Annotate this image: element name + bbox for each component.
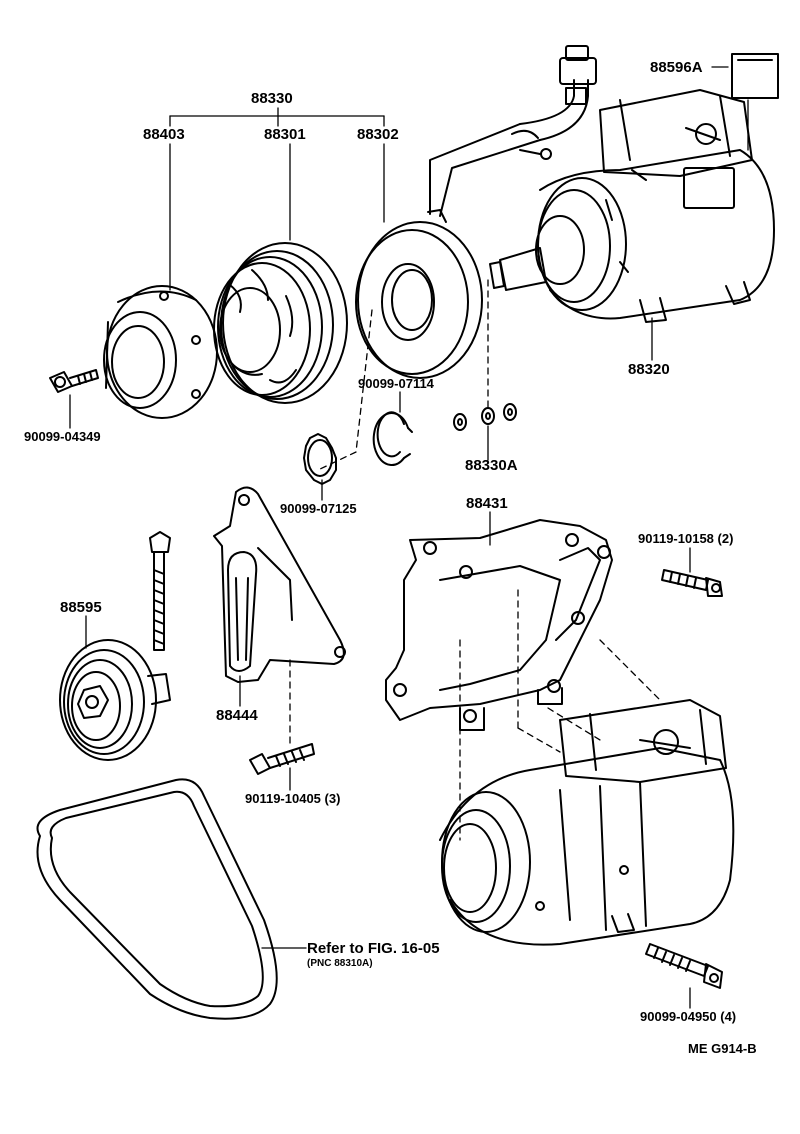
wiring-harness xyxy=(511,45,597,160)
label-88301: 88301 xyxy=(264,126,306,143)
shims-88330A xyxy=(453,403,517,431)
label-88320: 88320 xyxy=(628,361,670,378)
stator-coil-88302 xyxy=(355,123,541,379)
snap-ring-90099-07114 xyxy=(372,411,413,466)
bolt-90119-10405 xyxy=(249,743,315,775)
label-88595: 88595 xyxy=(60,599,102,616)
label-88330A: 88330A xyxy=(465,457,518,474)
dashed-alignment-lines xyxy=(289,279,661,841)
pulley-88301 xyxy=(213,242,348,404)
compressor-88320 xyxy=(489,89,775,323)
retainer-ring-90099-07125 xyxy=(303,433,337,485)
idler-pulley-88595 xyxy=(59,639,171,761)
v-belt xyxy=(36,778,278,1020)
leader-lines xyxy=(69,66,749,1009)
bolt-90099-04950 xyxy=(645,943,723,989)
bolt-90099-04349 xyxy=(49,369,99,393)
label-90099-07114: 90099-07114 xyxy=(358,376,434,391)
long-bolt-88595 xyxy=(149,531,171,651)
label-refer-pnc: (PNC 88310A) xyxy=(307,958,373,969)
label-88302: 88302 xyxy=(357,126,399,143)
compressor-assembly-bottom xyxy=(439,699,735,946)
clutch-hub-88403 xyxy=(103,285,218,419)
label-88330: 88330 xyxy=(251,90,293,107)
mounting-bracket-88431 xyxy=(385,519,613,731)
label-90099-04349: 90099-04349 xyxy=(24,429,101,444)
label-refer-fig: Refer to FIG. 16-05 xyxy=(307,940,440,957)
label-90099-07125: 90099-07125 xyxy=(280,501,357,516)
label-88596A: 88596A xyxy=(650,59,703,76)
bolt-90119-10158 xyxy=(661,569,723,597)
label-88444: 88444 xyxy=(216,707,258,724)
label-plate-88596A xyxy=(731,53,779,99)
label-88403: 88403 xyxy=(143,126,185,143)
label-90119-10405: 90119-10405 (3) xyxy=(245,791,341,806)
diagram-code: ME G914-B xyxy=(688,1041,757,1056)
bracket-88444 xyxy=(213,486,346,683)
label-90099-04950: 90099-04950 (4) xyxy=(640,1009,737,1024)
label-88431: 88431 xyxy=(466,495,508,512)
label-90119-10158: 90119-10158 (2) xyxy=(638,531,734,546)
